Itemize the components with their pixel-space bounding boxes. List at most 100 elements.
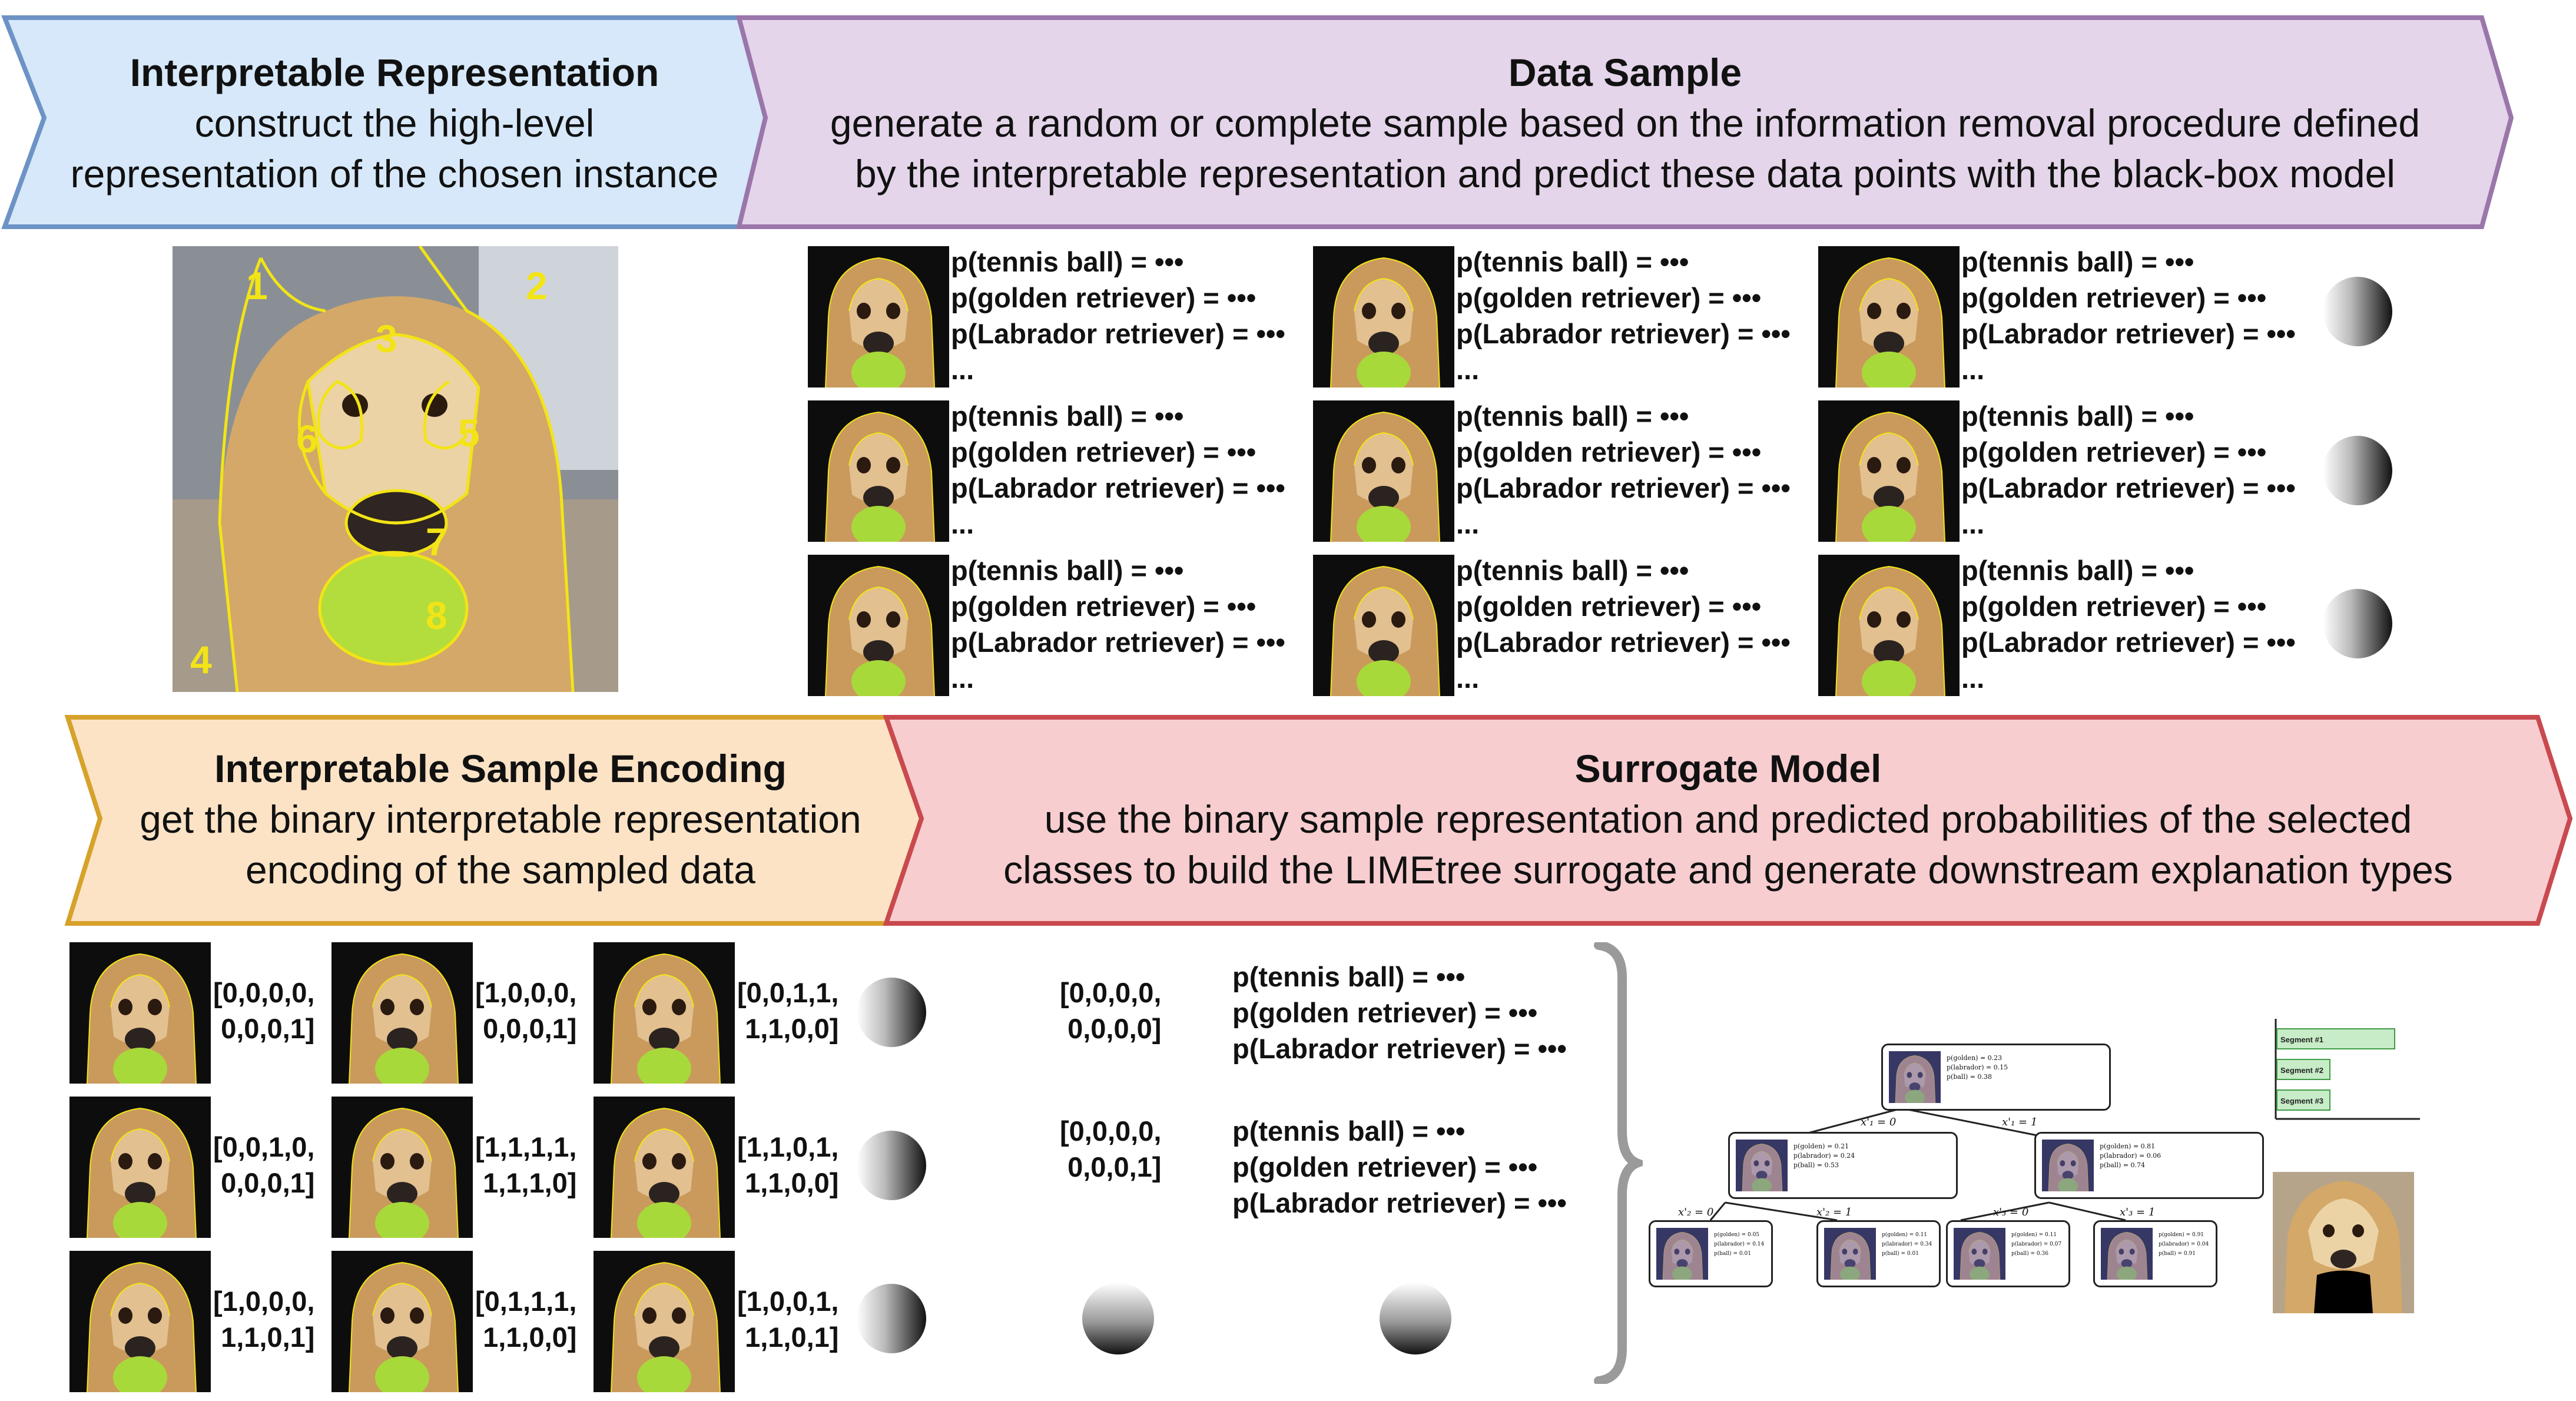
- encoding-vector: [0,0,0,0,0,0,0,1]: [213, 977, 315, 1044]
- prob-golden-retriever: p(golden retriever) = •••: [1456, 591, 1762, 622]
- prob-golden-retriever: p(golden retriever) = •••: [951, 591, 1256, 622]
- tree-leaf: p(golden) = 0.11 p(labrador) = 0.07 p(ba…: [1946, 1220, 2070, 1287]
- segment-bar-label: Segment #3: [2280, 1097, 2323, 1105]
- sample-probabilities: p(tennis ball) = ••• p(golden retriever)…: [951, 398, 1285, 542]
- interpretable-desc-2: representation of the chosen instance: [70, 152, 719, 196]
- prob-tennis-ball: p(tennis ball) = •••: [1961, 555, 2194, 586]
- prob-golden-retriever: p(golden retriever) = •••: [1961, 282, 2267, 313]
- sample-desc-1: generate a random or complete sample bas…: [830, 101, 2421, 145]
- surrogate-banner: [883, 715, 2573, 926]
- tree-edges: [1709, 1107, 2126, 1221]
- prob-golden-retriever: p(golden retriever) = •••: [1232, 1151, 1538, 1183]
- sample-thumbnail: [808, 400, 949, 542]
- sample-probabilities: p(tennis ball) = ••• p(golden retriever)…: [1961, 552, 2296, 696]
- tree-edge-label: x'₂ = 0: [1678, 1206, 1714, 1218]
- node-image: [1736, 1140, 1788, 1191]
- prob-tennis-ball: p(tennis ball) = •••: [1961, 400, 2194, 432]
- sample-thumbnail: [808, 555, 949, 696]
- tree-node-left: p(golden) = 0.21 p(labrador) = 0.24 p(ba…: [1728, 1132, 1958, 1199]
- interpretable-title: Interpretable Representation: [130, 51, 659, 94]
- encoding-thumbnail: [69, 1251, 211, 1392]
- encoding-vector: [0,1,1,1,1,1,0,0]: [475, 1286, 577, 1353]
- encoding-title: Interpretable Sample Encoding: [214, 747, 787, 790]
- encoding-vector: [0,0,1,1,1,1,0,0]: [737, 977, 839, 1044]
- prob-ellipsis: ...: [1456, 663, 1480, 694]
- encoding-desc-2: encoding of the sampled data: [246, 848, 755, 892]
- prob-labrador-retriever: p(Labrador retriever) = •••: [951, 627, 1285, 658]
- encoding-thumbnail: [69, 1097, 211, 1238]
- surrogate-desc-2: classes to build the LIMEtree surrogate …: [1003, 848, 2453, 892]
- prob-labrador-retriever: p(Labrador retriever) = •••: [1232, 1033, 1567, 1064]
- prob-ellipsis: ...: [951, 354, 974, 385]
- segment-bar: [2276, 1028, 2395, 1049]
- prob-ellipsis: ...: [1961, 508, 1985, 539]
- node-image: [1656, 1228, 1708, 1280]
- ellipsis-ball-icon: [2323, 436, 2392, 505]
- surrogate-vector: [0,0,0,0,0,0,0,1]: [1060, 1115, 1162, 1183]
- node-probabilities: p(golden) = 0.21 p(labrador) = 0.24 p(ba…: [1793, 1142, 1855, 1169]
- prob-tennis-ball: p(tennis ball) = •••: [951, 400, 1184, 432]
- segment-label-4: 4: [190, 638, 212, 681]
- prob-golden-retriever: p(golden retriever) = •••: [1456, 282, 1762, 313]
- tree-edge-label: x'₃ = 0: [1993, 1206, 2029, 1218]
- encoding-desc-1: get the binary interpretable representat…: [140, 797, 861, 841]
- node-probabilities: p(golden) = 0.05 p(labrador) = 0.14 p(ba…: [1714, 1232, 1765, 1257]
- prob-golden-retriever: p(golden retriever) = •••: [1456, 436, 1762, 468]
- prob-ellipsis: ...: [951, 508, 974, 539]
- encoding-thumbnail: [331, 1251, 473, 1392]
- ellipsis-ball-icon: [2323, 589, 2392, 658]
- node-image: [2042, 1140, 2094, 1191]
- prob-golden-retriever: p(golden retriever) = •••: [951, 282, 1256, 313]
- sample-thumbnail: [1313, 246, 1454, 387]
- prob-golden-retriever: p(golden retriever) = •••: [1232, 997, 1538, 1028]
- encoding-thumbnail: [594, 1251, 735, 1392]
- prob-tennis-ball: p(tennis ball) = •••: [1456, 555, 1689, 586]
- interpretable-desc-1: construct the high-level: [194, 101, 595, 145]
- prob-labrador-retriever: p(Labrador retriever) = •••: [1232, 1187, 1567, 1218]
- node-probabilities: p(golden) = 0.23 p(labrador) = 0.15 p(ba…: [1947, 1054, 2008, 1081]
- tree-edge-label: x'₂ = 1: [1816, 1206, 1852, 1218]
- tree-leaf: p(golden) = 0.05 p(labrador) = 0.14 p(ba…: [1649, 1220, 1773, 1287]
- prob-labrador-retriever: p(Labrador retriever) = •••: [1961, 318, 2296, 349]
- node-probabilities: p(golden) = 0.91 p(labrador) = 0.04 p(ba…: [2159, 1232, 2209, 1257]
- encoding-vector: [1,1,0,1,1,1,0,0]: [737, 1131, 839, 1198]
- node-image: [1889, 1051, 1941, 1103]
- sample-thumbnail: [808, 246, 949, 387]
- prob-labrador-retriever: p(Labrador retriever) = •••: [1961, 472, 2296, 504]
- ellipsis-ball-icon: [857, 1284, 926, 1353]
- prob-tennis-ball: p(tennis ball) = •••: [1232, 961, 1466, 992]
- encoding-vector: [1,0,0,0,1,1,0,1]: [213, 1286, 315, 1353]
- interpretable-text: Interpretable Representation construct t…: [35, 47, 754, 199]
- segment-bar-label: Segment #1: [2280, 1035, 2323, 1044]
- tree-edge-label: x'₁ = 1: [2002, 1116, 2038, 1128]
- encoding-vector: [1,1,1,1,1,1,1,0]: [475, 1131, 577, 1198]
- segment-bar: [2276, 1089, 2330, 1111]
- segment-label-8: 8: [426, 594, 447, 637]
- segment-labels: 1 2 3 4 5 6 7 8: [190, 264, 548, 681]
- node-probabilities: p(golden) = 0.11 p(labrador) = 0.07 p(ba…: [2011, 1232, 2062, 1257]
- prob-tennis-ball: p(tennis ball) = •••: [1961, 246, 2194, 277]
- encoding-vector: [1,0,0,1,1,1,0,1]: [737, 1286, 839, 1353]
- prob-ellipsis: ...: [1961, 663, 1985, 694]
- prob-labrador-retriever: p(Labrador retriever) = •••: [951, 472, 1285, 504]
- sample-probabilities: p(tennis ball) = ••• p(golden retriever)…: [951, 244, 1285, 387]
- prob-labrador-retriever: p(Labrador retriever) = •••: [1456, 627, 1791, 658]
- encoding-text: Interpretable Sample Encoding get the bi…: [100, 743, 901, 895]
- segment-bar: [2276, 1059, 2330, 1080]
- surrogate-title: Surrogate Model: [1574, 747, 1882, 790]
- encoding-thumbnail: [331, 1097, 473, 1238]
- surrogate-probabilities: p(tennis ball) = ••• p(golden retriever)…: [1232, 959, 1567, 1067]
- encoding-thumbnail: [594, 942, 735, 1084]
- sample-thumbnail: [1818, 555, 1960, 696]
- prob-ellipsis: ...: [1456, 508, 1480, 539]
- sample-thumbnail: [1313, 400, 1454, 542]
- segment-label-6: 6: [296, 417, 318, 461]
- prob-tennis-ball: p(tennis ball) = •••: [1232, 1115, 1466, 1147]
- grouping-brace: [1594, 942, 1643, 1384]
- sample-probabilities: p(tennis ball) = ••• p(golden retriever)…: [1456, 244, 1791, 387]
- prob-tennis-ball: p(tennis ball) = •••: [1456, 246, 1689, 277]
- prob-tennis-ball: p(tennis ball) = •••: [951, 555, 1184, 586]
- ellipsis-ball-icon: [857, 1131, 926, 1200]
- surrogate-probabilities: p(tennis ball) = ••• p(golden retriever)…: [1232, 1113, 1567, 1221]
